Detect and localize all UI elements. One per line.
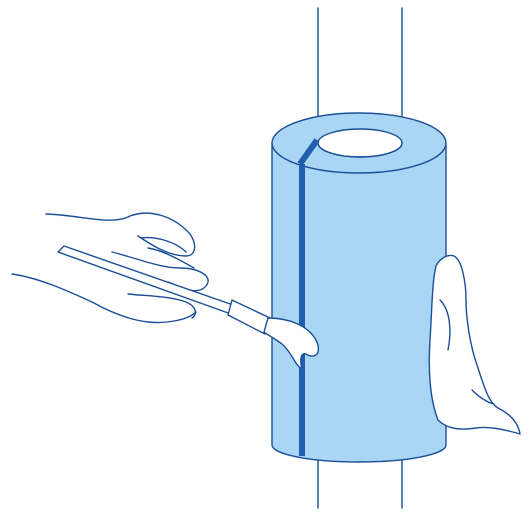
glue-brush-handle (58, 246, 236, 314)
right-hand-shape (429, 255, 520, 434)
pipe-lower (318, 460, 402, 508)
insulation-sleeve (272, 113, 446, 462)
right-hand (429, 255, 520, 434)
insulation-sleeve-body (272, 143, 446, 462)
glue-brush-ferrule (228, 300, 270, 334)
